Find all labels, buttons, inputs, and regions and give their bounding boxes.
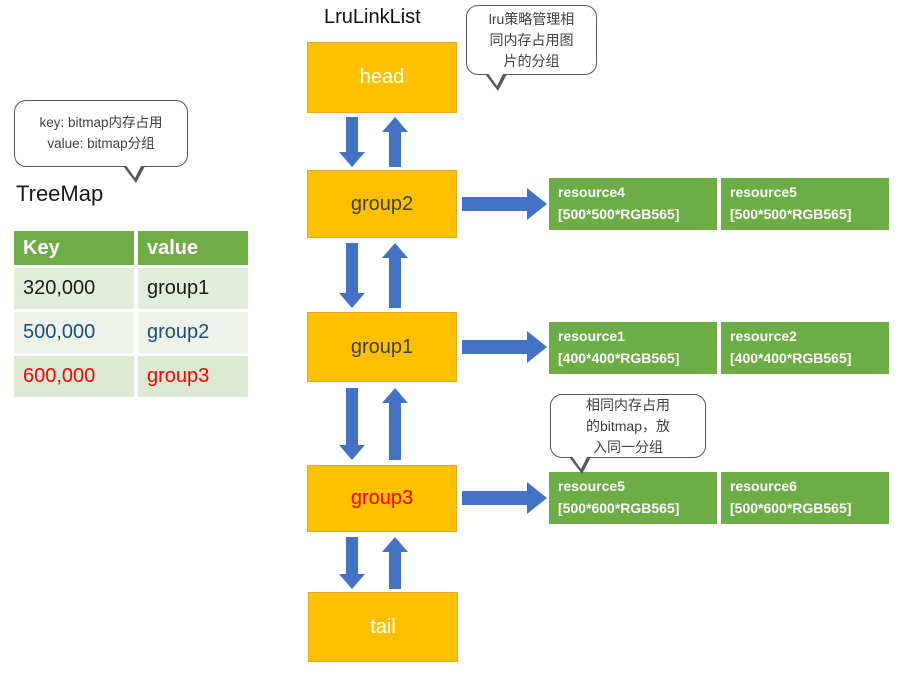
bubble-line: key: bitmap内存占用 — [39, 114, 163, 130]
resource-spec: [500*600*RGB565] — [730, 499, 852, 516]
table-header-key: Key — [14, 231, 134, 265]
resource-spec: [400*400*RGB565] — [558, 349, 680, 366]
table-header-value: value — [138, 231, 248, 265]
resource-name: resource5 — [558, 478, 625, 494]
resource-name: resource5 — [730, 184, 797, 200]
bubble-line: 入同一分组 — [593, 438, 663, 455]
bubble-line: 的bitmap，放 — [585, 417, 671, 434]
resource-box: resource6 [500*600*RGB565] — [721, 472, 889, 524]
treemap-note-bubble: key: bitmap内存占用 value: bitmap分组 — [14, 100, 188, 183]
table-row: 600,000 group3 — [14, 356, 248, 397]
arrow-up-icon — [382, 117, 408, 167]
arrow-down-icon — [339, 117, 365, 167]
resource-box: resource4 [500*500*RGB565] — [549, 178, 717, 230]
resource-box: resource1 [400*400*RGB565] — [549, 322, 717, 374]
node-group2: group2 — [307, 170, 457, 238]
table-cell-value: group1 — [138, 268, 248, 309]
arrow-down-icon — [339, 537, 365, 589]
node-head: head — [307, 42, 457, 113]
bubble-tail — [487, 72, 504, 86]
arrow-down-icon — [339, 243, 365, 308]
arrow-up-icon — [382, 388, 408, 460]
resource-name: resource2 — [730, 328, 797, 344]
table-cell-key: 600,000 — [14, 356, 134, 397]
node-tail: tail — [308, 592, 458, 662]
resource-spec: [500*600*RGB565] — [558, 499, 680, 516]
table-row: 320,000 group1 — [14, 268, 248, 309]
resource-box: resource5 [500*600*RGB565] — [549, 472, 717, 524]
arrow-up-icon — [382, 537, 408, 589]
lrulinklist-title: LruLinkList — [324, 6, 421, 28]
resource-name: resource4 — [558, 184, 625, 200]
treemap-label: TreeMap — [16, 181, 104, 206]
resource-spec: [400*400*RGB565] — [730, 349, 852, 366]
group-note-bubble: 相同内存占用 的bitmap，放 入同一分组 — [550, 394, 706, 474]
node-group3: group3 — [307, 465, 457, 532]
bubble-line: 相同内存占用 — [586, 396, 670, 413]
resource-name: resource6 — [730, 478, 797, 494]
arrow-down-icon — [339, 388, 365, 460]
table-cell-value: group3 — [138, 356, 248, 397]
resource-box: resource2 [400*400*RGB565] — [721, 322, 889, 374]
table-cell-key: 500,000 — [14, 312, 134, 353]
arrow-right-icon — [462, 482, 547, 514]
arrow-right-icon — [462, 188, 547, 220]
resource-spec: [500*500*RGB565] — [730, 205, 852, 222]
bubble-line: lru策略管理相 — [488, 10, 575, 27]
resource-spec: [500*500*RGB565] — [558, 205, 680, 222]
arrow-right-icon — [462, 331, 547, 363]
resource-name: resource1 — [558, 328, 625, 344]
bubble-line: value: bitmap分组 — [47, 135, 155, 151]
bubble-line: 同内存占用图 — [489, 31, 574, 48]
arrow-up-icon — [382, 243, 408, 308]
bubble-tail — [571, 455, 588, 469]
bubble-tail — [125, 164, 142, 178]
node-group1: group1 — [307, 312, 457, 382]
lru-note-bubble: lru策略管理相 同内存占用图 片的分组 — [466, 5, 597, 91]
bubble-line: 片的分组 — [503, 52, 560, 69]
resource-box: resource5 [500*500*RGB565] — [721, 178, 889, 230]
table-header-row: Key value — [14, 231, 248, 265]
table-row: 500,000 group2 — [14, 312, 248, 353]
table-cell-value: group2 — [138, 312, 248, 353]
treemap-table: Key value 320,000 group1 500,000 group2 … — [14, 231, 248, 400]
table-cell-key: 320,000 — [14, 268, 134, 309]
